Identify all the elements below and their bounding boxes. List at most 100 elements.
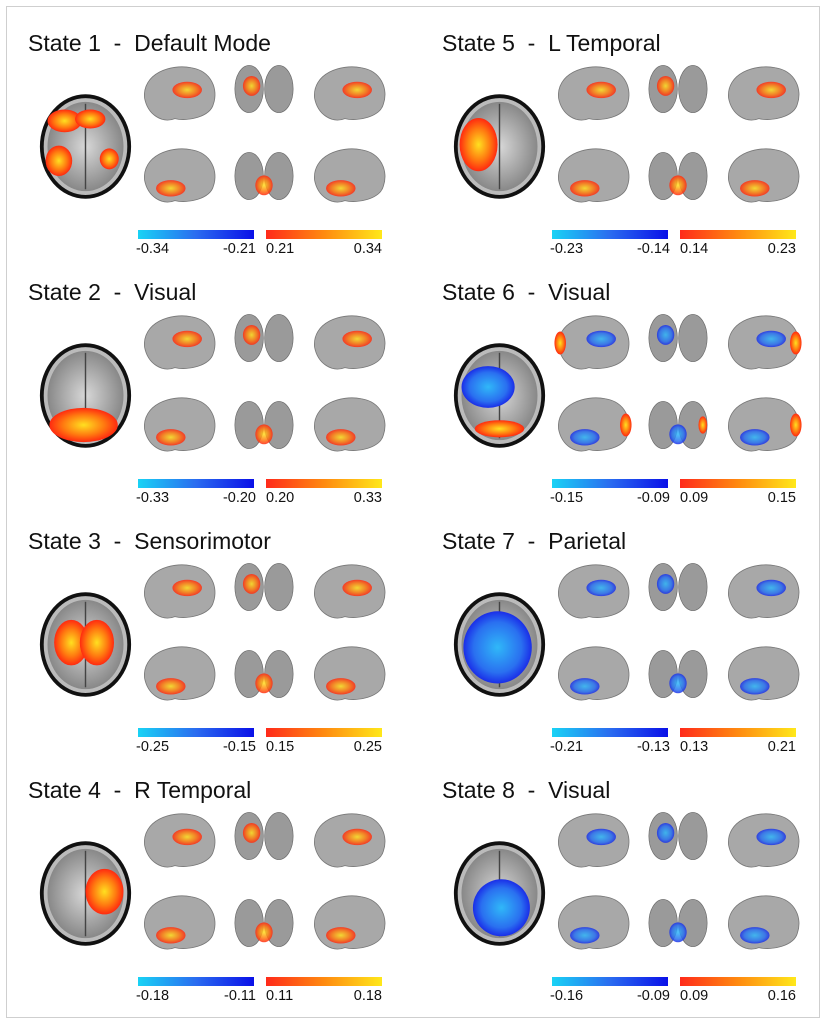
colorbar-positive — [266, 479, 382, 488]
brain-surface-left-lateral — [558, 66, 630, 121]
colorbar-positive — [266, 977, 382, 986]
colorbar-min-negative: -0.34 — [136, 241, 170, 257]
colorbar-negative — [552, 230, 668, 239]
colorbar-min-positive: 0.15 — [266, 739, 295, 755]
brain-surface-posterior — [234, 899, 294, 947]
activation-blob — [54, 619, 89, 666]
brain-surface-right-medial — [314, 66, 386, 121]
colorbar-max-negative: -0.09 — [636, 490, 670, 506]
activation-region — [740, 429, 770, 446]
brain-surface-dorsal — [648, 65, 708, 113]
colorbar-min-negative: -0.33 — [136, 490, 170, 506]
colorbar-min-negative: -0.18 — [136, 988, 170, 1004]
state-title: State 5 - L Temporal — [442, 30, 661, 56]
activation-blob — [47, 109, 82, 133]
axial-brain-slice — [39, 94, 132, 199]
colorbar-min-positive: 0.21 — [266, 241, 295, 257]
brain-surface-right-lateral — [728, 148, 800, 203]
activation-blob — [49, 407, 118, 443]
activation-region — [656, 75, 675, 96]
brain-surface-posterior — [648, 899, 708, 947]
activation-blob — [75, 109, 106, 129]
colorbar-negative — [552, 728, 668, 737]
activation-region — [242, 324, 261, 345]
activation-region — [586, 81, 616, 99]
activation-region — [656, 324, 675, 345]
colorbar-positive — [680, 728, 796, 737]
state-title: State 7 - Parietal — [442, 528, 627, 554]
activation-blob — [461, 366, 515, 408]
axial-brain-slice — [453, 343, 546, 448]
state-title: State 8 - Visual — [442, 777, 611, 803]
activation-region — [255, 175, 273, 196]
activation-region — [156, 678, 186, 695]
colorbar-negative — [138, 728, 254, 737]
brain-surface-left-lateral — [144, 315, 216, 370]
colorbar-negative — [552, 479, 668, 488]
brain-surface-posterior — [234, 152, 294, 200]
colorbar-negative — [138, 479, 254, 488]
activation-region — [570, 429, 600, 446]
activation-region — [342, 828, 372, 846]
activation-region — [740, 678, 770, 695]
colorbar-positive — [680, 230, 796, 239]
activation-region — [669, 922, 687, 943]
activation-region — [326, 180, 356, 197]
brain-surface-left-medial — [558, 895, 630, 950]
activation-region — [586, 579, 616, 597]
activation-region — [156, 180, 186, 197]
colorbar-min-positive: 0.20 — [266, 490, 295, 506]
brain-surface-left-lateral — [558, 813, 630, 868]
brain-surface-left-lateral — [558, 564, 630, 619]
brain-surface-dorsal — [648, 563, 708, 611]
brain-surface-posterior — [648, 401, 708, 449]
activation-region — [342, 81, 372, 99]
brain-surface-right-lateral — [314, 397, 386, 452]
axial-brain-slice — [39, 343, 132, 448]
brain-surface-right-medial — [314, 315, 386, 370]
activation-region — [242, 822, 261, 843]
brain-surface-posterior — [648, 152, 708, 200]
brain-surface-dorsal — [234, 812, 294, 860]
state-title: State 1 - Default Mode — [28, 30, 271, 56]
brain-surface-left-lateral — [144, 564, 216, 619]
brain-surface-right-lateral — [314, 148, 386, 203]
colorbar-max-positive: 0.23 — [767, 241, 796, 257]
colorbar-max-negative: -0.20 — [222, 490, 256, 506]
brain-surface-right-lateral — [314, 895, 386, 950]
colorbar-max-negative: -0.11 — [224, 988, 256, 1004]
activation-region — [669, 673, 687, 694]
brain-surface-dorsal — [234, 563, 294, 611]
brain-surface-left-medial — [144, 646, 216, 701]
brain-surface-right-medial — [728, 813, 800, 868]
colorbar-min-positive: 0.11 — [266, 988, 294, 1004]
activation-region — [756, 579, 786, 597]
brain-surface-dorsal — [234, 65, 294, 113]
activation-region — [656, 573, 675, 594]
brain-surface-dorsal — [234, 314, 294, 362]
brain-surface-left-lateral — [144, 813, 216, 868]
axial-brain-slice — [453, 592, 546, 697]
activation-region — [342, 579, 372, 597]
brain-surface-right-medial — [728, 315, 802, 370]
activation-region — [156, 927, 186, 944]
activation-region — [570, 678, 600, 695]
colorbar-negative — [552, 977, 668, 986]
brain-surface-right-lateral — [728, 895, 800, 950]
activation-region — [255, 424, 273, 445]
colorbar-min-positive: 0.09 — [680, 988, 709, 1004]
activation-blob — [472, 879, 530, 937]
brain-surface-right-medial — [728, 564, 800, 619]
colorbar-positive — [680, 977, 796, 986]
activation-region — [172, 828, 202, 846]
brain-surface-left-medial — [144, 397, 216, 452]
activation-blob — [474, 420, 525, 438]
activation-region — [172, 81, 202, 99]
colorbar-max-positive: 0.33 — [353, 490, 382, 506]
brain-surface-posterior — [234, 401, 294, 449]
brain-surface-left-medial — [558, 148, 630, 203]
brain-surface-left-medial — [558, 646, 630, 701]
brain-surface-right-lateral — [314, 646, 386, 701]
brain-surface-left-medial — [144, 148, 216, 203]
activation-region — [740, 180, 770, 197]
